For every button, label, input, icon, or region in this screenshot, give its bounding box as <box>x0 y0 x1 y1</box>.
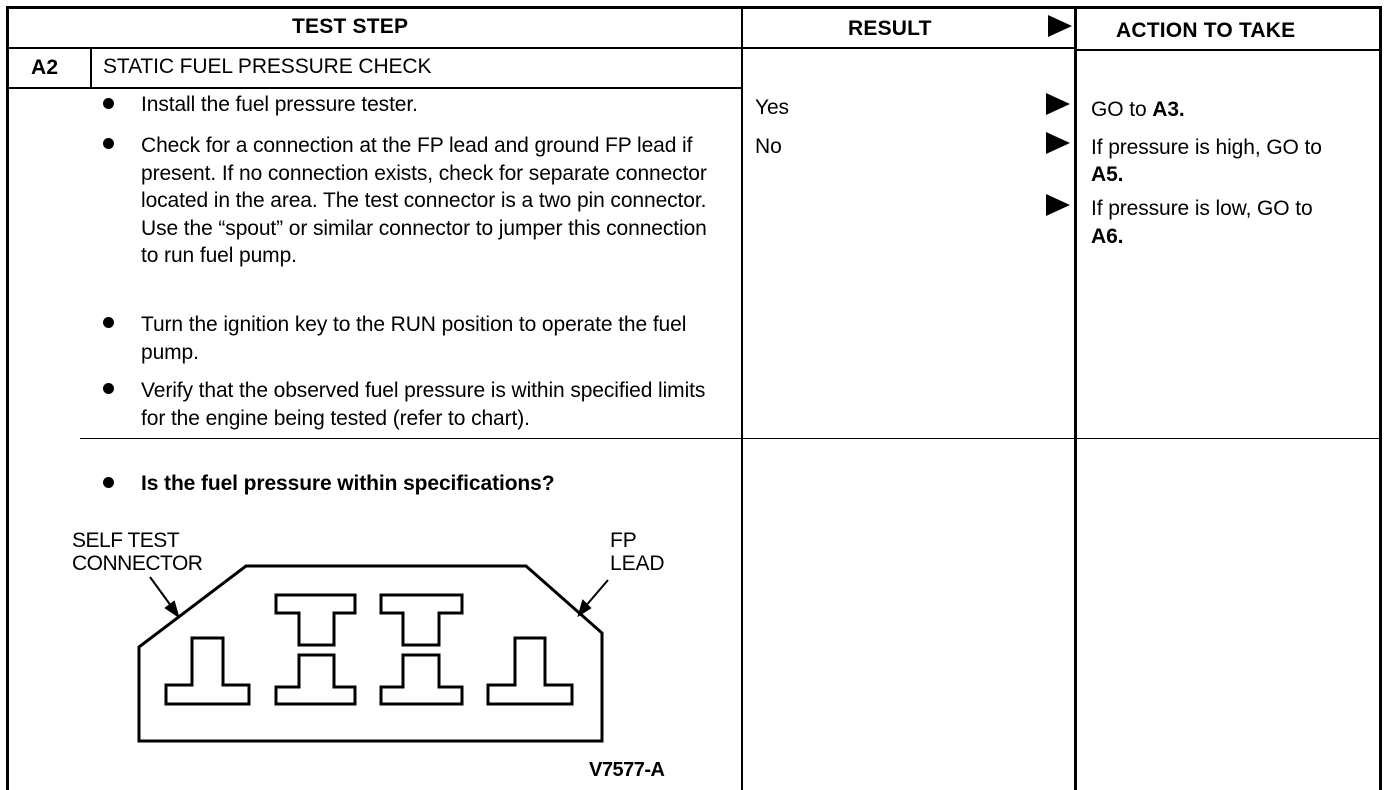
result-no-arrow-low-icon <box>1046 194 1070 216</box>
header-arrow-icon <box>1048 15 1072 37</box>
step-title-bottom-border <box>6 87 743 89</box>
action-yes-target: A3. <box>1152 98 1185 121</box>
result-yes-arrow-icon <box>1046 93 1070 115</box>
header-test-step: TEST STEP <box>292 15 409 38</box>
diagram-label-self-test: SELF TEST <box>72 529 180 552</box>
action-low-target: A6. <box>1091 225 1124 248</box>
connector-pin-mid-left-bottom <box>274 653 357 706</box>
connector-pin-mid-right-top <box>379 593 464 647</box>
header-bottom-border-action <box>1074 49 1382 51</box>
action-high-target: A5. <box>1091 163 1124 186</box>
step-item-2: Check for a connection at the FP lead an… <box>141 134 707 267</box>
col-divider-result <box>741 6 743 790</box>
bullet-icon <box>103 383 114 394</box>
action-yes: GO to A3. <box>1091 96 1185 124</box>
result-no-arrow-high-icon <box>1046 132 1070 154</box>
bullet-icon <box>103 317 114 328</box>
step-title: STATIC FUEL PRESSURE CHECK <box>103 55 432 78</box>
step-item-3: Turn the ignition key to the RUN positio… <box>141 313 687 364</box>
bullet-icon <box>103 98 114 109</box>
table-right-border <box>1379 6 1382 790</box>
result-no: No <box>755 135 782 158</box>
connector-pin-mid-left-top <box>274 593 357 647</box>
action-low: If pressure is low, GO to <box>1091 197 1313 220</box>
step-question: Is the fuel pressure within specificatio… <box>141 472 555 495</box>
col-divider-action <box>1074 6 1077 790</box>
header-bottom-border <box>6 47 1076 49</box>
diagram-label-fp: FP <box>610 529 637 552</box>
fp-lead-leader-line <box>583 579 609 609</box>
fp-lead-leader-arrowhead <box>577 599 592 618</box>
connector-body-outline <box>137 564 604 743</box>
connector-pin-right <box>486 636 574 706</box>
step-id-divider <box>90 47 92 89</box>
header-action-to-take: ACTION TO TAKE <box>1116 19 1296 42</box>
connector-pin-left <box>164 636 251 706</box>
step-item-1: Install the fuel pressure tester. <box>141 93 418 116</box>
table-top-border <box>6 6 1382 9</box>
row-split-line-left <box>80 438 743 439</box>
header-result: RESULT <box>848 17 932 40</box>
row-split-line-right <box>743 438 1382 439</box>
connector-pin-mid-right-bottom <box>379 653 464 706</box>
bullet-icon <box>103 138 114 149</box>
step-item-4: Verify that the observed fuel pressure i… <box>141 379 706 430</box>
figure-id: V7577-A <box>589 759 665 781</box>
action-high: If pressure is high, GO to <box>1091 136 1322 159</box>
diagram-label-connector: CONNECTOR <box>72 552 203 575</box>
self-test-leader-arrowhead <box>164 600 180 619</box>
diagram-label-lead: LEAD <box>610 552 665 575</box>
table-left-border <box>6 6 9 790</box>
bullet-icon <box>103 477 114 488</box>
action-yes-prefix: GO to <box>1091 98 1153 121</box>
result-yes: Yes <box>755 96 789 119</box>
step-id: A2 <box>31 56 59 79</box>
